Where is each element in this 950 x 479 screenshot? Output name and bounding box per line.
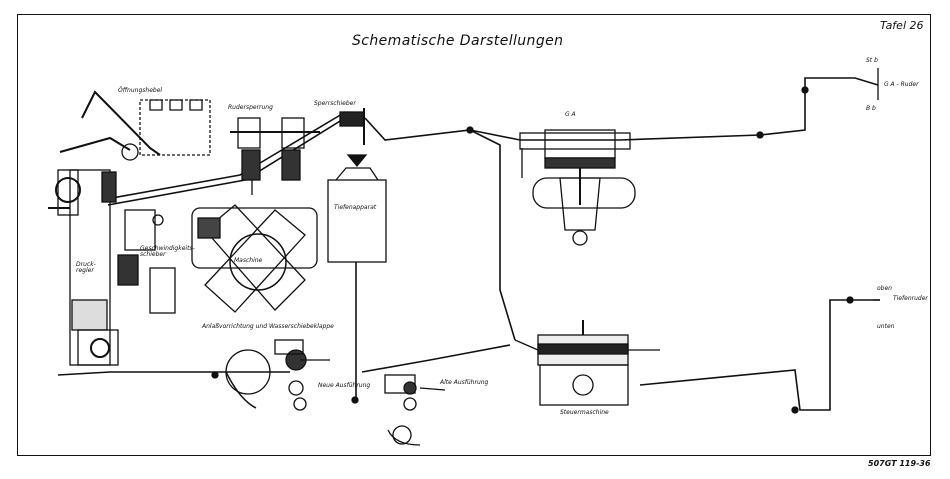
label-ga-ruder: G A - Ruder (884, 81, 919, 88)
drawing-frame (17, 14, 931, 456)
sperrschieber (339, 108, 365, 145)
geschwindigkeitsschieber (117, 209, 176, 314)
ga-unit (519, 129, 636, 246)
label-oben: oben (877, 285, 892, 292)
neue-ausfuehrung-unit (225, 339, 330, 411)
alte-ausfuehrung-unit (384, 374, 446, 446)
ruder-direction-marks (873, 68, 880, 301)
drawing-code: 507GT 119-36 (868, 459, 931, 468)
label-ga: G A (565, 111, 576, 118)
tiefenapparat (327, 154, 387, 263)
label-st-b: St b (866, 57, 878, 64)
label-unten: unten (877, 323, 895, 330)
label-druckregler: Druck-regler (76, 261, 96, 274)
label-oeffnungshebel: Öffnungshebel (118, 87, 163, 94)
label-geschwindigkeitsschieber: Geschwindigkeits-schieber (140, 245, 195, 258)
label-neue-ausfuehrung: Neue Ausführung (318, 382, 371, 389)
label-anlassvorrichtung: Anlaßvorrichtung und Wasserschiebeklappe (202, 323, 334, 330)
maschine-unit (191, 204, 318, 313)
label-tiefenruder: Tiefenruder (893, 295, 928, 302)
label-tiefenapparat: Tiefenapparat (334, 204, 377, 211)
druckregler-unit (48, 169, 119, 366)
drawing-title: Schematische Darstellungen (352, 33, 564, 49)
oeffnungshebel-lever (59, 90, 211, 161)
rudersperrung (230, 117, 320, 195)
label-b-b: B b (866, 105, 876, 112)
label-sperrschieber: Sperrschieber (314, 100, 356, 107)
label-maschine: Maschine (234, 257, 263, 264)
label-steuermaschine: Steuermaschine (560, 409, 609, 416)
steuermaschine-unit (514, 320, 660, 406)
hinge-markers (211, 86, 854, 414)
plate-number: Tafel 26 (880, 19, 924, 32)
label-rudersperrung: Rudersperrung (228, 104, 273, 111)
label-alte-ausfuehrung: Alte Ausführung (440, 379, 489, 386)
